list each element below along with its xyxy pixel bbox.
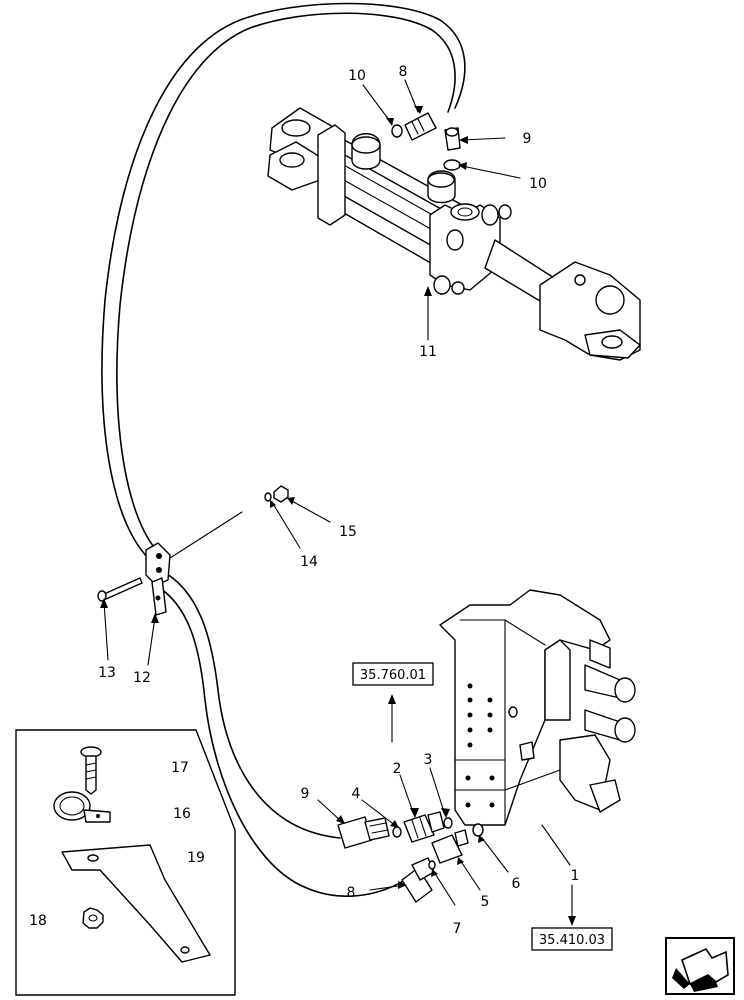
hose-lower bbox=[154, 569, 406, 897]
callout-5: 5 bbox=[481, 894, 490, 910]
elbow-2 bbox=[403, 811, 445, 843]
hose-clamp bbox=[145, 542, 171, 616]
hydraulic-cylinder bbox=[267, 107, 641, 361]
o-ring-4 bbox=[392, 826, 402, 838]
o-ring-top-10b bbox=[443, 159, 461, 171]
callout-10-upper: 10 bbox=[348, 68, 366, 84]
callout-labels: 1 2 3 4 5 6 7 8 8 9 9 10 10 11 12 13 14 … bbox=[29, 64, 579, 937]
o-ring-7 bbox=[428, 860, 436, 870]
callout-8-upper: 8 bbox=[399, 64, 408, 80]
callout-9-lower: 9 bbox=[301, 786, 310, 802]
reference-lower-label: 35.410.03 bbox=[539, 933, 605, 948]
callout-9-upper: 9 bbox=[523, 131, 532, 147]
callout-6: 6 bbox=[512, 876, 521, 892]
callout-3: 3 bbox=[424, 752, 433, 768]
control-valve bbox=[439, 589, 636, 826]
callout-16: 16 bbox=[173, 806, 191, 822]
callout-7: 7 bbox=[453, 921, 462, 937]
callout-8-lower: 8 bbox=[347, 885, 356, 901]
callout-13: 13 bbox=[98, 665, 116, 681]
hose-upper bbox=[101, 2, 466, 561]
inset-clamp bbox=[53, 791, 111, 823]
callout-12: 12 bbox=[133, 670, 151, 686]
callout-15: 15 bbox=[339, 524, 357, 540]
o-ring-top-10a bbox=[391, 124, 403, 138]
callout-2: 2 bbox=[393, 761, 402, 777]
arrow-down-left-icon[interactable] bbox=[665, 937, 735, 995]
inset-bolt bbox=[80, 746, 102, 795]
inset-bracket bbox=[61, 844, 211, 963]
reference-upper-label: 35.760.01 bbox=[360, 668, 426, 683]
callout-17: 17 bbox=[171, 760, 189, 776]
callout-11: 11 bbox=[419, 344, 437, 360]
fitting-top-8 bbox=[404, 112, 437, 141]
callout-18: 18 bbox=[29, 913, 47, 929]
callout-14: 14 bbox=[300, 554, 318, 570]
reference-box-upper[interactable]: 35.760.01 bbox=[352, 662, 434, 686]
elbow-5 bbox=[431, 829, 469, 864]
clamp-bolt bbox=[97, 577, 143, 602]
o-ring-6 bbox=[472, 823, 484, 837]
callout-10-lower: 10 bbox=[529, 176, 547, 192]
callout-1: 1 bbox=[571, 868, 580, 884]
fitting-top-9 bbox=[444, 127, 461, 151]
callout-19: 19 bbox=[187, 850, 205, 866]
callout-4: 4 bbox=[352, 786, 361, 802]
inset-panel bbox=[15, 729, 236, 996]
hose-end-9 bbox=[337, 816, 390, 849]
o-ring-3 bbox=[443, 817, 453, 829]
inset-lock-washer bbox=[82, 907, 104, 929]
washer bbox=[264, 492, 272, 502]
reference-box-lower[interactable]: 35.410.03 bbox=[531, 927, 613, 951]
nut bbox=[273, 485, 289, 503]
